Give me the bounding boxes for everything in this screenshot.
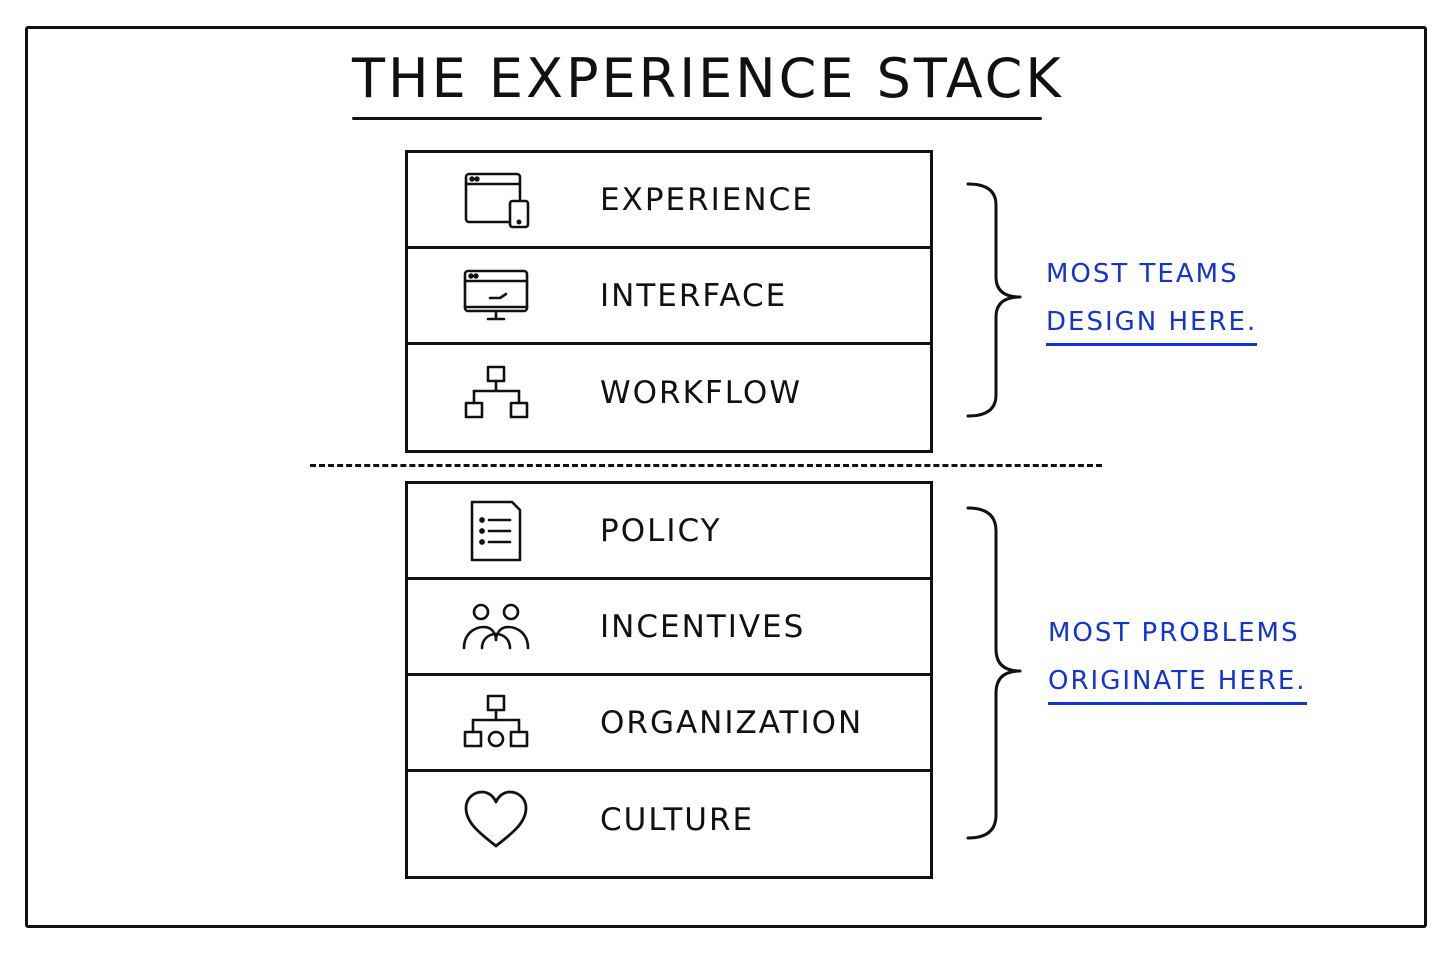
upper-stack: EXPERIENCE INTERFACE <box>405 150 933 453</box>
diagram-frame <box>25 26 1427 928</box>
upper-note-line1: MOST TEAMS <box>1046 259 1239 289</box>
browser-and-mobile-icon <box>458 169 534 233</box>
layer-policy: POLICY <box>408 484 930 580</box>
layer-label: EXPERIENCE <box>600 181 814 218</box>
layer-organization: ORGANIZATION <box>408 676 930 772</box>
lower-brace <box>964 505 1028 841</box>
lower-note: MOST PROBLEMS ORIGINATE HERE. <box>1048 609 1307 705</box>
layer-workflow: WORKFLOW <box>408 345 930 441</box>
document-list-icon <box>458 500 534 564</box>
layer-culture: CULTURE <box>408 772 930 868</box>
layer-label: POLICY <box>600 512 722 549</box>
upper-note-line2: DESIGN HERE. <box>1046 301 1258 346</box>
layer-label: WORKFLOW <box>600 375 802 411</box>
heart-icon <box>458 788 534 852</box>
flowchart-icon <box>458 361 534 425</box>
lower-note-line1: MOST PROBLEMS <box>1048 618 1300 648</box>
upper-note: MOST TEAMS DESIGN HERE. <box>1046 250 1258 346</box>
people-icon <box>458 596 534 660</box>
layer-experience: EXPERIENCE <box>408 153 930 249</box>
lower-stack: POLICY INCENTIVES <box>405 481 933 879</box>
diagram-title: THE EXPERIENCE STACK <box>352 47 1064 110</box>
lower-note-line2: ORIGINATE HERE. <box>1048 660 1307 705</box>
upper-brace <box>964 181 1028 419</box>
dashed-divider <box>310 464 1102 467</box>
title-underline <box>352 117 1042 120</box>
layer-label: ORGANIZATION <box>600 704 864 741</box>
monitor-icon <box>458 265 534 329</box>
layer-label: INTERFACE <box>600 277 788 314</box>
layer-incentives: INCENTIVES <box>408 580 930 676</box>
org-chart-icon <box>458 692 534 756</box>
layer-label: INCENTIVES <box>600 608 806 645</box>
layer-label: CULTURE <box>600 802 755 838</box>
layer-interface: INTERFACE <box>408 249 930 345</box>
